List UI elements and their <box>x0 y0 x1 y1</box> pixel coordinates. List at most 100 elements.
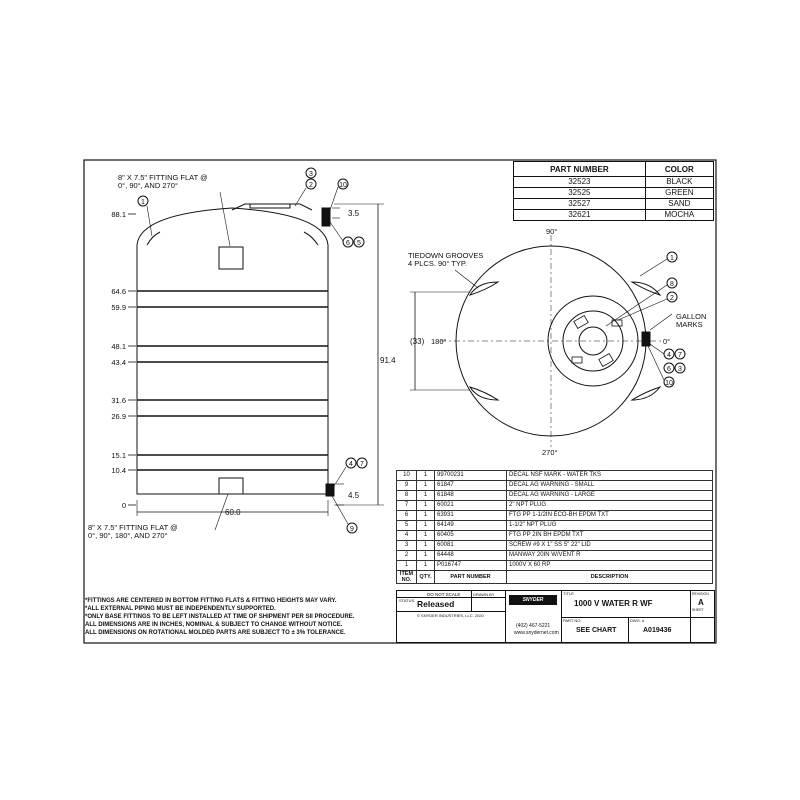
part-number-cell: 32523 <box>513 176 646 188</box>
drawn-by-label: DRAWN BY <box>473 592 495 597</box>
tiedown-groove-right <box>303 231 319 246</box>
bom-part-number: 60081 <box>434 540 507 551</box>
bom-item-no: 3 <box>396 540 417 551</box>
tank-body <box>136 245 329 495</box>
radius-dim-label: (33) <box>410 337 425 346</box>
color-cell: MOCHA <box>644 209 715 221</box>
svg-text:1: 1 <box>670 255 674 262</box>
gallon-marks-note: GALLON MARKS <box>676 312 709 329</box>
drawing-notes: *FITTINGS ARE CENTERED IN BOTTOM FITTING… <box>85 597 395 637</box>
bom-item-no: 2 <box>396 550 417 561</box>
balloon: 10 <box>663 376 675 388</box>
bottom-fitting-note: 8" X 7.5" FITTING FLAT @ 0°, 90°, 180°, … <box>88 523 180 540</box>
bom-qty: 1 <box>416 470 435 481</box>
tiedown-groove <box>630 281 662 296</box>
balloon: 1 <box>666 251 678 263</box>
part-no-label: PART NO. <box>563 618 582 623</box>
balloon: 2 <box>305 178 317 190</box>
height-label: 31.6 <box>111 396 126 405</box>
balloon: 7 <box>674 348 686 360</box>
bom-description: FTG PP 1-1/2IN ECO-BH EPDM TXT <box>506 510 713 521</box>
status-value: Released <box>417 599 455 609</box>
copyright-text: © SNYDER INDUSTRIES, LLC. 2020 <box>417 613 484 618</box>
angle-label-270: 270° <box>542 448 558 457</box>
tiedown-groove <box>468 386 500 401</box>
sheet-label: SHEET <box>692 608 704 612</box>
dim-4-5-label: 4.5 <box>348 491 360 500</box>
revision-label: REVISION <box>692 592 709 596</box>
angle-label-90: 90° <box>546 227 557 236</box>
balloon: 8 <box>666 277 678 289</box>
company-website: www.snydernet.com <box>514 630 559 636</box>
front-view <box>128 191 384 531</box>
note-line: *ALL EXTERNAL PIPING MUST BE INDEPENDENT… <box>85 606 276 612</box>
bom-item-no: 4 <box>396 530 417 541</box>
height-label: 43.4 <box>111 358 126 367</box>
balloon: 3 <box>674 362 686 374</box>
bom-qty: 1 <box>416 540 435 551</box>
balloon: 4 <box>663 348 675 360</box>
bom-header-part: PART NUMBER <box>434 570 507 584</box>
bom-qty: 1 <box>416 530 435 541</box>
svg-text:10: 10 <box>339 182 347 189</box>
height-label: 15.1 <box>111 451 126 460</box>
part-no-section: PART NO. SEE CHART <box>562 617 629 642</box>
bom-item-no: 5 <box>396 520 417 531</box>
bom-header-description: DESCRIPTION <box>506 570 713 584</box>
color-cell: SAND <box>644 198 715 210</box>
svg-text:4: 4 <box>667 352 671 359</box>
overall-height-label: 91.4 <box>380 356 396 365</box>
title-section: TITLE 1000 V WATER R WF <box>562 591 690 618</box>
status-section: DO NOT SCALE DRAWN BY STATUS Released © … <box>397 591 506 642</box>
bom-part-number: 99700231 <box>434 470 507 481</box>
bottom-fitting-flat <box>218 477 244 495</box>
height-label: 26.9 <box>111 412 126 421</box>
svg-text:7: 7 <box>678 352 682 359</box>
height-labels: 88.1 64.6 59.9 48.1 43.4 31.6 26.9 15.1 … <box>111 210 126 510</box>
manway-cap <box>249 203 291 209</box>
color-header: COLOR <box>644 161 715 177</box>
bom-description: 2" NPT PLUG <box>506 500 713 511</box>
svg-text:9: 9 <box>350 526 354 533</box>
title-block: DO NOT SCALE DRAWN BY STATUS Released © … <box>396 590 715 643</box>
side-fitting-0deg <box>641 331 651 347</box>
height-label: 88.1 <box>111 210 126 219</box>
part-no-value: SEE CHART <box>576 627 617 634</box>
bom-item-no: 6 <box>396 510 417 521</box>
part-number-cell: 32621 <box>513 209 646 221</box>
bom-qty: 1 <box>416 490 435 501</box>
top-side-fitting <box>321 207 331 227</box>
part-number-cell: 32527 <box>513 198 646 210</box>
svg-text:10: 10 <box>665 380 673 387</box>
balloon: 4 <box>345 457 357 469</box>
balloon: 1 <box>137 195 149 207</box>
svg-text:7: 7 <box>360 461 364 468</box>
svg-text:2: 2 <box>309 182 313 189</box>
drawing-title: 1000 V WATER R WF <box>574 599 653 608</box>
bom-item-no: 9 <box>396 480 417 491</box>
svg-text:3: 3 <box>309 171 313 178</box>
bom-qty: 1 <box>416 480 435 491</box>
bom-header-item: ITEM NO. <box>396 570 417 584</box>
tiedown-groove-left <box>146 231 161 246</box>
svg-text:6: 6 <box>667 366 671 373</box>
bom-description: FTG PP 2IN BH EPDM TXT <box>506 530 713 541</box>
top-fitting-note: 8" X 7.5" FITTING FLAT @ 0°, 90°, AND 27… <box>118 173 210 190</box>
height-label: 0 <box>122 501 126 510</box>
color-cell: GREEN <box>644 187 715 199</box>
bom-qty: 1 <box>416 550 435 561</box>
height-label: 64.6 <box>111 287 126 296</box>
note-line: *ONLY BASE FITTINGS TO BE LEFT INSTALLED… <box>85 614 355 620</box>
